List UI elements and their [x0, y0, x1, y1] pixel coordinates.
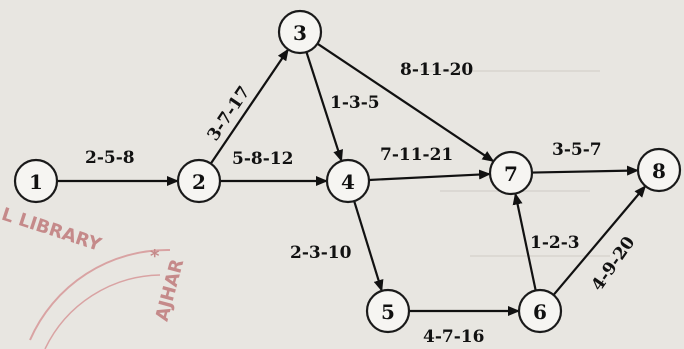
node-label-8: 8	[652, 159, 666, 183]
node-1: 1	[13, 158, 59, 204]
edges-group	[57, 42, 647, 316]
stamp-text: L LIBRARY	[0, 204, 105, 256]
edge-6-8	[552, 185, 647, 296]
edge-label-1-2: 2-5-8	[85, 148, 135, 168]
node-label-7: 7	[504, 162, 518, 186]
stamp-star: *	[150, 246, 160, 267]
node-label-3: 3	[293, 21, 307, 45]
node-3: 3	[277, 9, 323, 55]
node-circle-5	[365, 288, 411, 334]
node-circle-7	[488, 150, 534, 196]
node-circle-6	[517, 288, 563, 334]
node-circle-2	[176, 158, 222, 204]
edge-4-7	[368, 169, 492, 182]
node-label-6: 6	[533, 300, 547, 324]
node-circle-1	[13, 158, 59, 204]
edge-label-5-6: 4-7-16	[423, 327, 484, 347]
edge-2-3	[209, 48, 289, 165]
node-6: 6	[517, 288, 563, 334]
edge-label-6-8: 4-9-20	[588, 233, 640, 295]
edge-label-6-7: 1-2-3	[530, 233, 580, 253]
edge-label-4-7: 7-11-21	[380, 145, 453, 165]
node-label-2: 2	[192, 170, 206, 194]
edge-7-8	[531, 165, 640, 176]
edge-6-7	[512, 192, 537, 291]
library-stamp: L LIBRARY * AJHAR	[0, 204, 188, 349]
node-circle-3	[277, 9, 323, 55]
edge-label-3-4: 1-3-5	[330, 93, 380, 113]
edge-4-5	[353, 200, 384, 292]
node-4: 4	[325, 158, 371, 204]
node-label-4: 4	[341, 170, 355, 194]
edge-label-3-7: 8-11-20	[400, 60, 473, 80]
nodes-group: 1 2 3 4 5 6 7 8	[13, 9, 682, 334]
node-5: 5	[365, 288, 411, 334]
edge-label-2-4: 5-8-12	[232, 149, 293, 169]
edge-label-7-8: 3-5-7	[552, 140, 602, 160]
edge-3-7	[316, 42, 495, 162]
edge-label-4-5: 2-3-10	[290, 243, 352, 263]
node-label-5: 5	[381, 300, 395, 324]
node-label-1: 1	[29, 170, 43, 194]
node-circle-4	[325, 158, 371, 204]
node-circle-8	[636, 147, 682, 193]
edge-3-4	[305, 51, 343, 162]
node-8: 8	[636, 147, 682, 193]
node-7: 7	[488, 150, 534, 196]
node-2: 2	[176, 158, 222, 204]
